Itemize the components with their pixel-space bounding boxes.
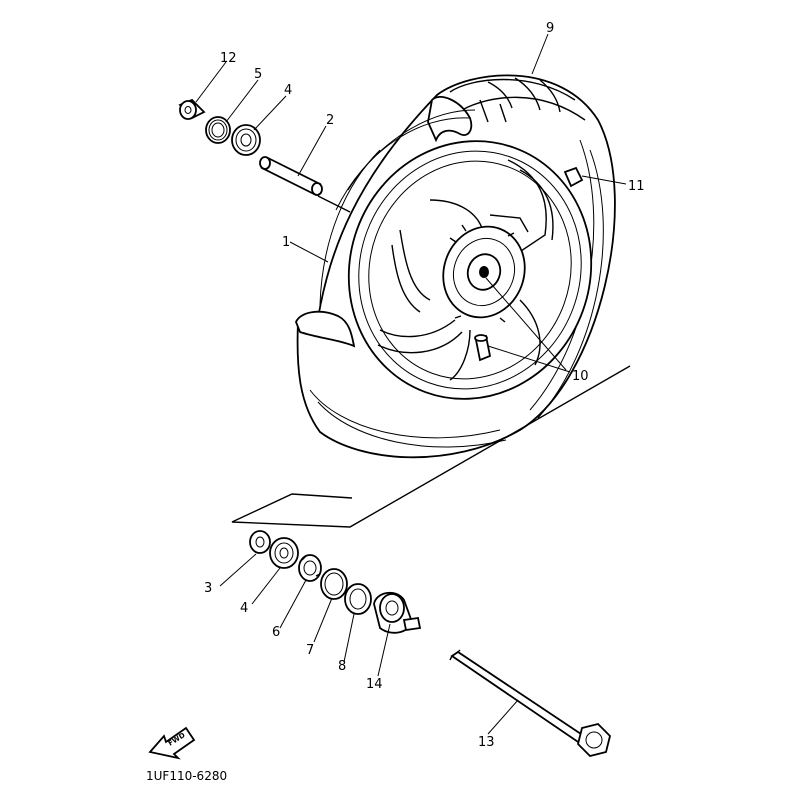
wheel-part-1	[347, 140, 593, 400]
assembly-axis-lines	[231, 195, 631, 528]
callout-6: 6	[272, 625, 280, 640]
bearing-part-4-upper	[231, 124, 261, 156]
callout-11: 11	[628, 179, 645, 194]
callout-3: 3	[204, 581, 212, 596]
callout-4-upper: 4	[284, 83, 292, 98]
spacer-part-2	[259, 156, 323, 196]
callout-9: 9	[546, 21, 554, 36]
collar-part-3	[249, 530, 271, 554]
meter-gear-unit-part-14	[373, 591, 422, 634]
callout-2: 2	[326, 113, 334, 128]
clutch-part-6	[298, 554, 322, 582]
tube-valve-part-10	[474, 334, 492, 362]
forward-direction-arrow-icon: FWD	[148, 726, 196, 760]
oil-seal-part-8	[344, 583, 372, 615]
oil-seal-part-5	[205, 116, 231, 144]
callout-12: 12	[220, 51, 237, 66]
washer-part-7	[320, 568, 348, 600]
callout-1: 1	[282, 235, 290, 250]
balance-weight-part-11	[563, 166, 584, 188]
callout-4-lower: 4	[240, 601, 248, 616]
callout-14: 14	[366, 677, 383, 692]
drawing-code: 1UF110-6280	[146, 769, 227, 783]
callout-10: 10	[572, 369, 589, 384]
callout-5: 5	[254, 67, 262, 82]
collar-part-12	[178, 98, 206, 120]
callout-13: 13	[478, 735, 495, 750]
leader-lines	[195, 33, 627, 735]
callout-7: 7	[306, 643, 314, 658]
bearing-part-4-lower	[269, 537, 299, 569]
wheel-axle-part-13	[449, 649, 611, 757]
callout-numbers: 12 5 4 2 1 9 11 10 3 4 6 7 8 14 13	[204, 21, 645, 750]
callout-8: 8	[338, 659, 346, 674]
